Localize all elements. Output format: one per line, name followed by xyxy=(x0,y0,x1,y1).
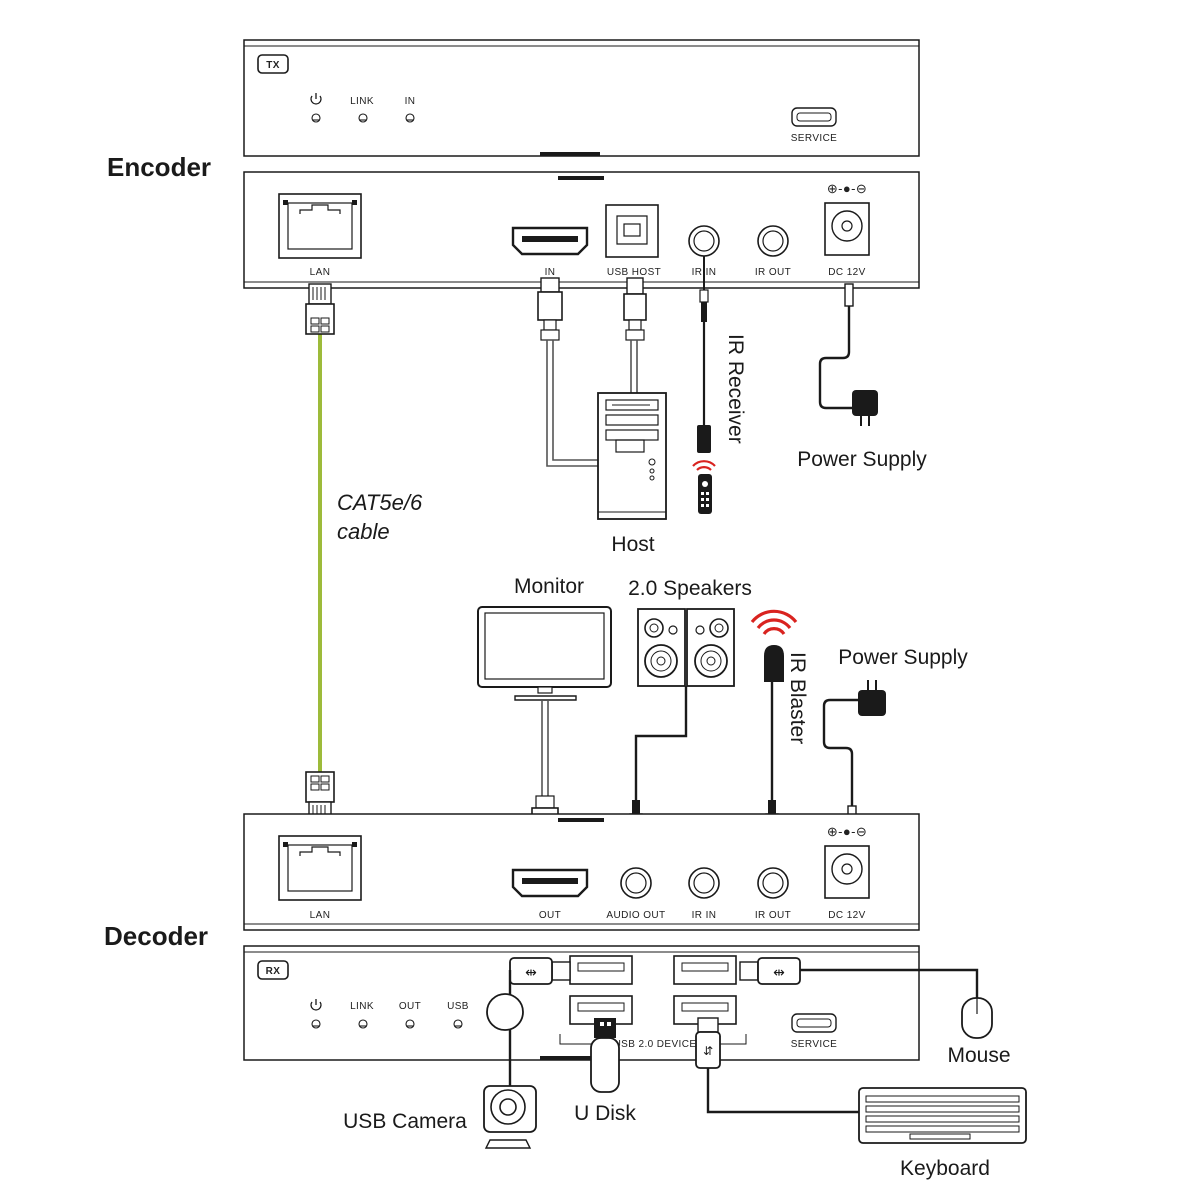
led-indicators xyxy=(311,113,415,123)
dc-label: DC 12V xyxy=(828,910,865,921)
encoder-rear-panel: LAN IN USB HOST IR IN IR OUT ⊕-●-⊖ xyxy=(243,171,920,289)
usb-plug-camera-icon: ⇹ xyxy=(508,957,571,1086)
tx-badge-text: TX xyxy=(266,60,280,71)
ir-signal-icon xyxy=(692,460,716,471)
hdmi-out-port-icon xyxy=(511,868,589,898)
speakers-label: 2.0 Speakers xyxy=(628,577,752,600)
audio-out-jack-icon xyxy=(620,867,652,899)
svg-text:⇹: ⇹ xyxy=(525,965,537,981)
ir-out-jack-icon xyxy=(757,867,789,899)
usb-host-port-icon xyxy=(605,204,659,258)
ir-out-label: IR OUT xyxy=(755,267,791,278)
decoder-rear-panel: LAN OUT AUDIO OUT IR IN IR OUT ⊕-●-⊖ DC … xyxy=(243,813,920,931)
usb-cable-to-host xyxy=(623,277,647,393)
ir-in-jack-icon xyxy=(688,867,720,899)
power-supply-bottom-cable xyxy=(822,698,858,821)
cable-label-line2: cable xyxy=(337,519,390,544)
audio-out-label: AUDIO OUT xyxy=(606,910,665,921)
ir-in-label: IR IN xyxy=(692,910,717,921)
lan-port-icon xyxy=(278,835,362,901)
power-supply-top-label: Power Supply xyxy=(797,448,927,471)
led-link-label: LINK xyxy=(350,1001,374,1012)
usb-host-label: USB HOST xyxy=(607,267,661,278)
dc-polarity-icon: ⊕-●-⊖ xyxy=(827,181,867,196)
lan-port-icon xyxy=(278,193,362,259)
mouse-label: Mouse xyxy=(947,1044,1010,1067)
service-label: SERVICE xyxy=(791,1039,838,1050)
keyboard-label: Keyboard xyxy=(900,1157,990,1180)
ir-signal-blaster-icon xyxy=(750,609,798,636)
encoder-front-panel: TX LINK IN SERVICE xyxy=(243,39,920,157)
usb-plug-keyboard-icon: ⇵ xyxy=(695,1017,860,1114)
hdmi-in-port-icon xyxy=(511,226,589,256)
out-label: OUT xyxy=(539,910,561,921)
usb-devices-label: USB 2.0 DEVICE xyxy=(614,1039,697,1050)
led-link-label: LINK xyxy=(350,96,374,107)
led-in-label: IN xyxy=(405,96,416,107)
led-indicators xyxy=(311,1019,463,1029)
svg-text:⇵: ⇵ xyxy=(703,1044,713,1058)
hdmi-cable-to-host xyxy=(537,277,598,467)
host-computer-icon xyxy=(597,392,667,520)
usb-plug-mouse-icon: ⇹ xyxy=(739,957,979,998)
svg-text:⇹: ⇹ xyxy=(773,965,785,981)
dc-port-icon xyxy=(824,202,870,256)
cat-cable xyxy=(305,283,335,823)
power-adapter-bottom-icon xyxy=(858,680,886,716)
ir-blaster-label: IR Blaster xyxy=(786,652,809,744)
decoder-title: Decoder xyxy=(104,921,208,951)
usb-camera-icon xyxy=(483,993,537,1149)
service-port-icon xyxy=(791,1013,837,1033)
power-icon xyxy=(310,93,322,105)
dc-polarity-icon: ⊕-●-⊖ xyxy=(827,824,867,839)
ir-receiver-cable xyxy=(697,256,711,453)
in-label: IN xyxy=(545,267,556,278)
power-adapter-top-icon xyxy=(852,390,878,426)
lan-label: LAN xyxy=(310,910,331,921)
ir-out-jack-icon xyxy=(757,225,789,257)
mouse-icon xyxy=(961,997,993,1039)
dc-label: DC 12V xyxy=(828,267,865,278)
power-supply-bottom-label: Power Supply xyxy=(838,646,968,669)
service-label: SERVICE xyxy=(791,133,838,144)
host-label: Host xyxy=(611,533,654,556)
monitor-label: Monitor xyxy=(514,575,584,598)
decoder-front-panel: RX LINK OUT USB USB 2.0 DEVICE xyxy=(243,945,920,1061)
monitor-icon xyxy=(477,606,612,701)
u-disk-label: U Disk xyxy=(574,1102,636,1125)
power-icon xyxy=(310,999,322,1011)
rx-badge xyxy=(257,960,289,980)
remote-control-icon xyxy=(698,474,712,514)
encoder-title: Encoder xyxy=(107,152,211,182)
lan-label: LAN xyxy=(310,267,331,278)
rx-badge-text: RX xyxy=(266,966,281,977)
speakers-icon xyxy=(637,608,735,687)
ir-out-label: IR OUT xyxy=(755,910,791,921)
cable-label-line1: CAT5e/6 xyxy=(337,490,423,515)
usb-camera-label: USB Camera xyxy=(343,1110,467,1133)
ir-receiver-label: IR Receiver xyxy=(724,334,747,444)
rj45-connector-top-icon xyxy=(305,283,335,335)
tx-badge xyxy=(257,54,289,74)
service-port-icon xyxy=(791,107,837,127)
keyboard-icon xyxy=(858,1087,1027,1144)
led-out-label: OUT xyxy=(399,1001,421,1012)
led-usb-label: USB xyxy=(447,1001,469,1012)
u-disk-icon xyxy=(590,1018,620,1093)
power-supply-top-cable xyxy=(818,283,854,410)
dc-port-icon xyxy=(824,845,870,899)
